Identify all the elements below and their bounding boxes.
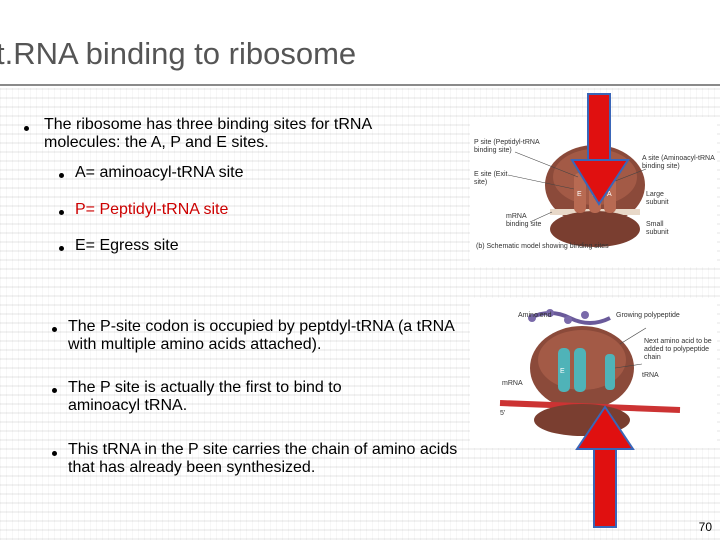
large-subunit-label: Large subunit xyxy=(646,191,669,206)
bullet-dot xyxy=(52,388,57,393)
bullet-5: The P-site codon is occupied by peptdyl-… xyxy=(68,318,454,353)
p-site-label: P site (Peptidyl-tRNA binding site) xyxy=(474,139,540,154)
bullet-6: The P site is actually the first to bind… xyxy=(68,379,342,414)
growing-polypeptide-label: Growing polypeptide xyxy=(616,312,680,319)
amino-end-label: Amino end xyxy=(518,312,552,319)
mrna-binding-site-label: mRNA binding site xyxy=(506,213,542,228)
e-site-label: E site (Exit site) xyxy=(474,171,508,186)
bullet-dot xyxy=(59,173,64,178)
trna-label: tRNA xyxy=(642,372,659,379)
mrna-label: mRNA xyxy=(502,380,523,387)
a-site-label: A site (Aminoacyl-tRNA binding site) xyxy=(642,155,715,170)
five-prime-label: 5' xyxy=(500,410,506,417)
e-site-letter: E xyxy=(577,191,582,198)
bullet-7: This tRNA in the P site carries the chai… xyxy=(68,441,458,476)
bullet-4: E= Egress site xyxy=(75,237,179,254)
translation-illustration xyxy=(499,309,681,436)
small-subunit-label: Small subunit xyxy=(646,221,669,236)
bullet-dot xyxy=(52,451,57,456)
a-site-letter: A xyxy=(607,191,612,198)
page-number: 70 xyxy=(698,520,712,534)
figure-caption: (b) Schematic model showing binding site… xyxy=(476,243,609,250)
e-site-letter: E xyxy=(560,368,565,375)
up-arrow-icon xyxy=(575,405,635,528)
bullet-dot xyxy=(59,210,64,215)
bullet-2: A= aminoacyl-tRNA site xyxy=(75,164,244,181)
bullet-3: P= Peptidyl-tRNA site xyxy=(75,201,229,218)
next-amino-acid-label: Next amino acid to be added to polypepti… xyxy=(644,338,712,361)
bullet-dot xyxy=(24,126,29,131)
down-arrow-icon xyxy=(570,93,630,206)
title-divider xyxy=(0,84,720,86)
slide-title: t.RNA binding to ribosome xyxy=(0,36,357,71)
bullet-dot xyxy=(52,327,57,332)
bullet-1: The ribosome has three binding sites for… xyxy=(44,116,372,151)
bullet-dot xyxy=(59,246,64,251)
